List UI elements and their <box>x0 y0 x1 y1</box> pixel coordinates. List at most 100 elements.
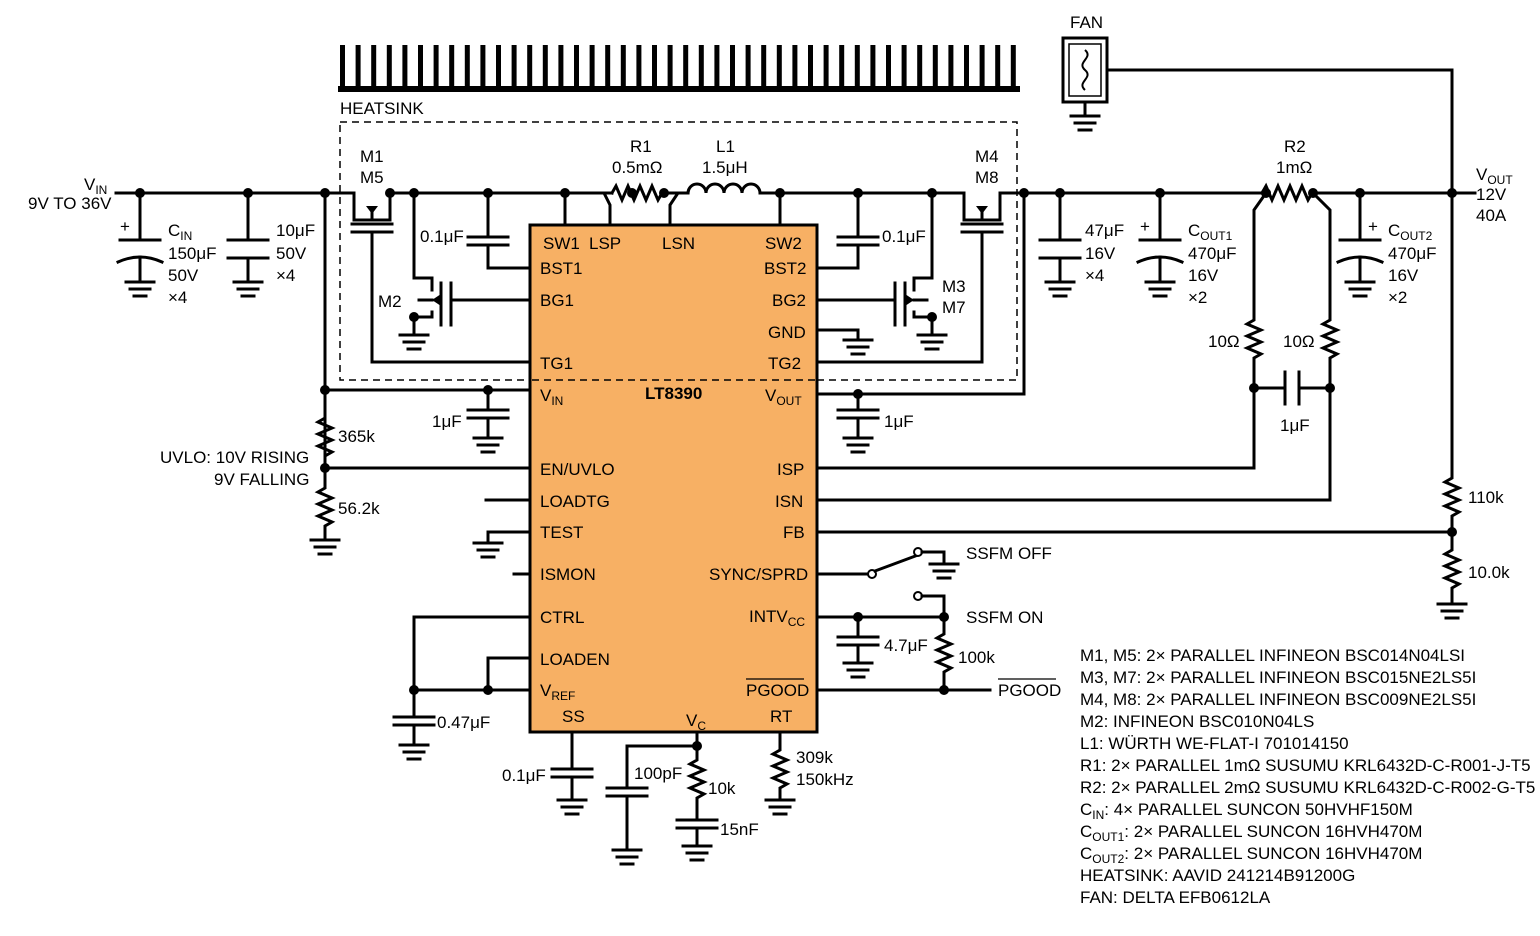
svg-text:R2: 2× PARALLEL 2mΩ SUSUMU KRL: R2: 2× PARALLEL 2mΩ SUSUMU KRL6432D-C-R0… <box>1080 778 1535 797</box>
rrt-value: 309k <box>796 748 833 767</box>
cout1-voltage: 16V <box>1188 266 1219 285</box>
c1u-isp-value: 1μF <box>1280 416 1310 435</box>
svg-text:BST1: BST1 <box>540 259 583 278</box>
svg-text:LOADEN: LOADEN <box>540 650 610 669</box>
r100k-value: 100k <box>958 648 995 667</box>
c47-value: 47μF <box>1085 221 1124 240</box>
m1-label: M1 <box>360 147 384 166</box>
svg-text:VOUT: VOUT <box>765 386 802 408</box>
svg-text:BG2: BG2 <box>772 291 806 310</box>
cout2-voltage: 16V <box>1388 266 1419 285</box>
svg-text:COUT1: 2× PARALLEL SUNCON 16HV: COUT1: 2× PARALLEL SUNCON 16HVH470M <box>1080 822 1422 844</box>
svg-text:GND: GND <box>768 323 806 342</box>
c047-value: 0.47μF <box>437 713 490 732</box>
svg-text:ISP: ISP <box>777 460 804 479</box>
svg-text:PGOOD: PGOOD <box>746 681 809 700</box>
svg-text:TG1: TG1 <box>540 354 573 373</box>
c1u-vin-value: 1μF <box>432 412 462 431</box>
m4-label: M4 <box>975 147 999 166</box>
svg-text:ISN: ISN <box>775 492 803 511</box>
m5-label: M5 <box>360 168 384 187</box>
svg-text:ISMON: ISMON <box>540 565 596 584</box>
c47u-value: 4.7μF <box>884 636 928 655</box>
svg-text:EN/UVLO: EN/UVLO <box>540 460 615 479</box>
r2-value: 1mΩ <box>1276 158 1312 177</box>
cbst2-value: 0.1μF <box>882 227 926 246</box>
cin-plus: + <box>120 217 130 236</box>
r562-value: 56.2k <box>338 499 380 518</box>
svg-text:LSP: LSP <box>589 234 621 253</box>
cout1-value: 470μF <box>1188 244 1237 263</box>
svg-text:TG2: TG2 <box>768 354 801 373</box>
r10a-value: 10Ω <box>1208 332 1240 351</box>
vout-voltage: 12V <box>1476 185 1507 204</box>
mosfet-m1 <box>350 191 532 364</box>
svg-text:VIN: VIN <box>540 386 563 408</box>
svg-text:M2: INFINEON BSC010N04LS: M2: INFINEON BSC010N04LS <box>1080 712 1314 731</box>
r10k0-value: 10.0k <box>1468 563 1510 582</box>
svg-text:SYNC/SPRD: SYNC/SPRD <box>709 565 808 584</box>
r110-value: 110k <box>1468 488 1504 507</box>
m2-label: M2 <box>378 292 402 311</box>
svg-text:SW2: SW2 <box>765 234 802 253</box>
svg-text:SW1: SW1 <box>543 234 580 253</box>
vout-current: 40A <box>1476 206 1507 225</box>
r10b-value: 10Ω <box>1283 332 1315 351</box>
r10kc-value: 10k <box>708 779 736 798</box>
c47-voltage: 16V <box>1085 244 1116 263</box>
svg-text:L1: WÜRTH WE-FLAT-I 701014150: L1: WÜRTH WE-FLAT-I 701014150 <box>1080 734 1349 753</box>
vin-label: VIN <box>84 175 107 197</box>
r365-value: 365k <box>338 427 375 446</box>
c01ss-value: 0.1μF <box>502 766 546 785</box>
svg-text:CTRL: CTRL <box>540 608 584 627</box>
svg-text:CIN: 4× PARALLEL SUNCON 50HVHF: CIN: 4× PARALLEL SUNCON 50HVHF150M <box>1080 800 1413 822</box>
uvlo-rising: UVLO: 10V RISING <box>160 448 309 467</box>
cin-voltage: 50V <box>168 266 199 285</box>
svg-text:TEST: TEST <box>540 523 583 542</box>
svg-text:+: + <box>1368 217 1378 236</box>
vout-label: VOUT <box>1476 165 1513 187</box>
svg-text:COUT2: 2× PARALLEL SUNCON 16HV: COUT2: 2× PARALLEL SUNCON 16HVH470M <box>1080 844 1422 866</box>
cout2-value: 470μF <box>1388 244 1437 263</box>
svg-text:INTVCC: INTVCC <box>749 607 805 629</box>
ssfm-on-label: SSFM ON <box>966 608 1043 627</box>
m8-label: M8 <box>975 168 999 187</box>
ssfm-off-label: SSFM OFF <box>966 544 1052 563</box>
r1-value: 0.5mΩ <box>612 158 663 177</box>
lt8390-chip <box>528 223 819 734</box>
r2-label: R2 <box>1284 137 1306 156</box>
heatsink-graphic <box>338 45 1020 92</box>
bom-list: M1, M5: 2× PARALLEL INFINEON BSC014N04LS… <box>1080 646 1535 907</box>
c10-voltage: 50V <box>276 244 307 263</box>
cbst1-value: 0.1μF <box>420 227 464 246</box>
cin-label: CIN <box>168 221 192 243</box>
pgood-output-label: PGOOD <box>998 681 1061 700</box>
c15n-value: 15nF <box>720 820 759 839</box>
svg-text:FB: FB <box>783 523 805 542</box>
cout2-count: ×2 <box>1388 288 1407 307</box>
cout1-label: COUT1 <box>1188 221 1233 243</box>
ground-symbol <box>1069 114 1101 132</box>
c10-count: ×4 <box>276 266 295 285</box>
c10-value: 10μF <box>276 221 315 240</box>
l1-label: L1 <box>716 137 735 156</box>
cout1-count: ×2 <box>1188 288 1207 307</box>
cin-value: 150μF <box>168 244 217 263</box>
svg-text:R1: 2× PARALLEL 1mΩ SUSUMU KRL: R1: 2× PARALLEL 1mΩ SUSUMU KRL6432D-C-R0… <box>1080 756 1531 775</box>
rrt-freq: 150kHz <box>796 770 854 789</box>
svg-text:HEATSINK: AAVID 241214B91200G: HEATSINK: AAVID 241214B91200G <box>1080 866 1355 885</box>
c47-count: ×4 <box>1085 266 1104 285</box>
svg-text:+: + <box>1140 217 1150 236</box>
cout2-label: COUT2 <box>1388 221 1433 243</box>
svg-text:M4, M8: 2× PARALLEL INFINEON B: M4, M8: 2× PARALLEL INFINEON BSC009NE2LS… <box>1080 690 1476 709</box>
uvlo-falling: 9V FALLING <box>214 470 309 489</box>
c100p-value: 100pF <box>634 764 682 783</box>
svg-text:VC: VC <box>686 711 706 733</box>
svg-text:M1, M5: 2× PARALLEL INFINEON B: M1, M5: 2× PARALLEL INFINEON BSC014N04LS… <box>1080 646 1465 665</box>
svg-text:BG1: BG1 <box>540 291 574 310</box>
svg-text:LSN: LSN <box>662 234 695 253</box>
svg-text:LOADTG: LOADTG <box>540 492 610 511</box>
vin-range: 9V TO 36V <box>28 194 112 213</box>
svg-text:M3, M7: 2× PARALLEL INFINEON B: M3, M7: 2× PARALLEL INFINEON BSC015NE2LS… <box>1080 668 1476 687</box>
